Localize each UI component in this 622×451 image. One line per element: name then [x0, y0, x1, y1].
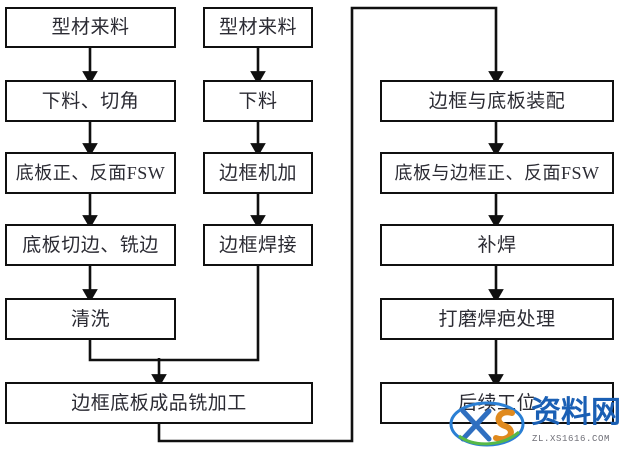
node-frame-base-plate-assembly[interactable]: 边框与底板装配	[380, 80, 614, 122]
node-weld-scar-grinding[interactable]: 打磨焊疤处理	[380, 298, 614, 340]
node-next-station[interactable]: 后续工位	[380, 382, 614, 424]
node-frame-blanking[interactable]: 下料	[203, 80, 313, 122]
watermark-url: ZL.XS1616.COM	[532, 434, 611, 444]
node-cut-and-chamfer[interactable]: 下料、切角	[5, 80, 176, 122]
node-base-plate-incoming-material[interactable]: 型材来料	[5, 7, 176, 48]
node-repair-welding[interactable]: 补焊	[380, 224, 614, 266]
node-base-plate-trim-mill[interactable]: 底板切边、铣边	[5, 224, 176, 266]
node-frame-base-plate-finish-milling[interactable]: 边框底板成品铣加工	[5, 382, 313, 424]
node-base-plate-fsw[interactable]: 底板正、反面FSW	[5, 152, 176, 194]
node-frame-incoming-material[interactable]: 型材来料	[203, 7, 313, 48]
node-assembly-fsw[interactable]: 底板与边框正、反面FSW	[380, 152, 614, 194]
node-cleaning[interactable]: 清洗	[5, 298, 176, 340]
node-frame-machining[interactable]: 边框机加	[203, 152, 313, 194]
node-frame-welding[interactable]: 边框焊接	[203, 224, 313, 266]
